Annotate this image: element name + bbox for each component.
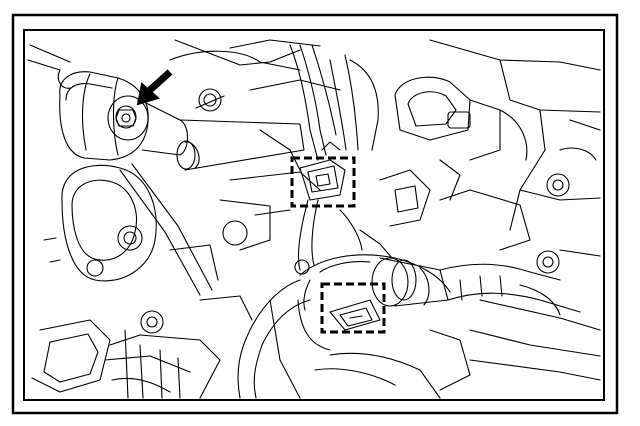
diagram-frame — [11, 13, 619, 415]
arrow-pointer-icon — [136, 69, 173, 106]
engine-line-art — [27, 39, 601, 399]
diagram-inner-frame — [23, 29, 605, 401]
hose-clip-callout-box — [320, 282, 386, 334]
connector-callout-box — [290, 156, 356, 208]
